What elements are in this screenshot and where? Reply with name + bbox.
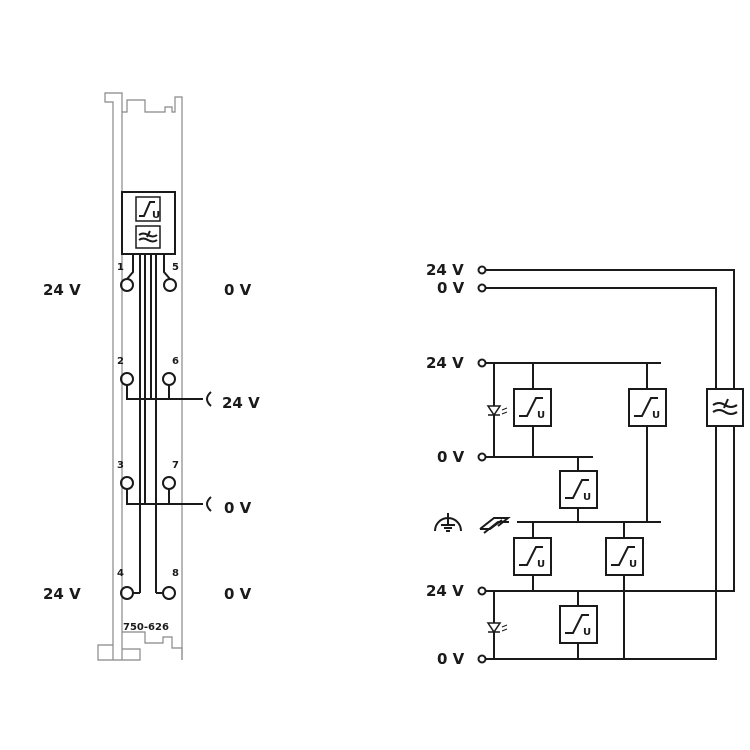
label-24v-field-2: 24 V <box>426 582 464 600</box>
din-rail-icon <box>479 517 511 534</box>
label-right-0v-1: 0 V <box>224 281 252 299</box>
svg-text:U: U <box>583 492 591 503</box>
label-left-24v-top: 24 V <box>43 281 81 299</box>
svg-text:U: U <box>583 627 591 638</box>
label-right-24v: 24 V <box>222 394 260 412</box>
label-0v-field-2: 0 V <box>437 650 465 668</box>
led-icon <box>486 405 508 417</box>
module-outline <box>97 92 183 661</box>
terminal-5: 5 <box>172 262 179 273</box>
part-number: 750-626 <box>123 622 169 633</box>
schematic-wires <box>485 269 735 660</box>
module-wires <box>126 254 212 594</box>
terminal-8: 8 <box>172 568 179 579</box>
label-24v-power: 24 V <box>426 261 464 279</box>
terminal-1: 1 <box>117 262 124 273</box>
terminal-7: 7 <box>172 460 179 471</box>
connector-24v <box>206 391 212 407</box>
label-0v-power: 0 V <box>437 279 465 297</box>
varistor-icon: U <box>559 470 598 509</box>
svg-text:U: U <box>652 410 660 421</box>
varistor-icon: U <box>605 537 644 576</box>
label-right-0v-3: 0 V <box>224 585 252 603</box>
varistor-boxes: U U U U U U <box>513 388 667 644</box>
led-icon <box>486 622 508 634</box>
module-indicator-box: U <box>121 191 176 255</box>
filter-icon <box>706 388 744 427</box>
svg-text:U: U <box>629 559 637 570</box>
label-right-0v-2: 0 V <box>224 499 252 517</box>
terminal-3: 3 <box>117 460 124 471</box>
varistor-icon: U <box>513 388 552 427</box>
varistor-icon: U <box>628 388 667 427</box>
varistor-icon: U <box>559 605 598 644</box>
terminal-2: 2 <box>117 356 124 367</box>
schematic-terminals <box>477 265 487 664</box>
module-terminals[interactable] <box>120 278 177 600</box>
label-left-24v-bottom: 24 V <box>43 585 81 603</box>
svg-text:U: U <box>537 559 545 570</box>
label-0v-field-1: 0 V <box>437 448 465 466</box>
svg-text:U: U <box>537 410 545 421</box>
terminal-4: 4 <box>117 568 124 579</box>
svg-text:U: U <box>152 210 160 221</box>
label-24v-field-1: 24 V <box>426 354 464 372</box>
ground-icon <box>434 513 462 532</box>
varistor-icon: U <box>513 537 552 576</box>
connector-0v <box>206 496 212 512</box>
terminal-6: 6 <box>172 356 179 367</box>
